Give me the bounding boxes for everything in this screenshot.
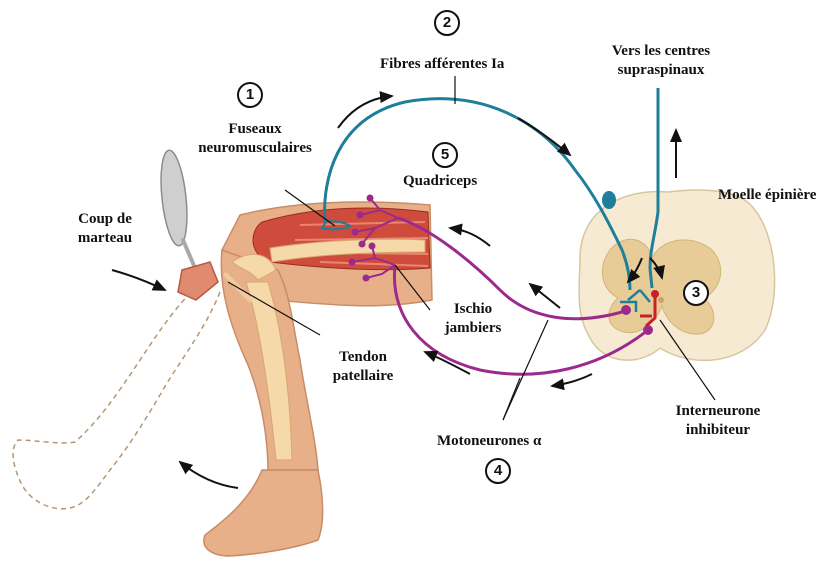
label-vers-centres-line2: supraspinaux bbox=[596, 61, 726, 80]
label-vers-centres-line1: Vers les centres bbox=[596, 42, 726, 61]
label-fuseaux: Fuseaux neuromusculaires bbox=[180, 120, 330, 158]
spinal-cord bbox=[579, 190, 775, 360]
label-tendon-line1: Tendon bbox=[318, 348, 408, 367]
label-interneurone: Interneurone inhibiteur bbox=[648, 402, 788, 440]
label-vers-centres: Vers les centres supraspinaux bbox=[596, 42, 726, 80]
label-quadriceps: Quadriceps bbox=[403, 172, 477, 191]
label-interneurone-line2: inhibiteur bbox=[648, 421, 788, 440]
label-interneurone-line1: Interneurone bbox=[648, 402, 788, 421]
step-3-marker: 3 bbox=[683, 280, 709, 306]
label-fuseaux-line1: Fuseaux bbox=[180, 120, 330, 139]
label-coup-line2: marteau bbox=[60, 229, 150, 248]
step-2-marker: 2 bbox=[434, 10, 460, 36]
step-5-marker: 5 bbox=[432, 142, 458, 168]
label-coup-de-marteau: Coup de marteau bbox=[60, 210, 150, 248]
label-ischio-jambiers: Ischio jambiers bbox=[428, 300, 518, 338]
label-coup-line1: Coup de bbox=[60, 210, 150, 229]
step-1-marker: 1 bbox=[237, 82, 263, 108]
kick-motion-outline bbox=[13, 285, 220, 509]
label-ischio-line2: jambiers bbox=[428, 319, 518, 338]
label-fuseaux-line2: neuromusculaires bbox=[180, 139, 330, 158]
label-motoneurones: Motoneurones α bbox=[437, 432, 541, 451]
label-moelle: Moelle épinière bbox=[718, 186, 816, 205]
label-fibres-afferentes: Fibres afférentes Ia bbox=[380, 55, 504, 74]
label-tendon-line2: patellaire bbox=[318, 367, 408, 386]
reflex-hammer bbox=[157, 149, 218, 300]
step-4-marker: 4 bbox=[485, 458, 511, 484]
label-tendon-patellaire: Tendon patellaire bbox=[318, 348, 408, 386]
label-ischio-line1: Ischio bbox=[428, 300, 518, 319]
